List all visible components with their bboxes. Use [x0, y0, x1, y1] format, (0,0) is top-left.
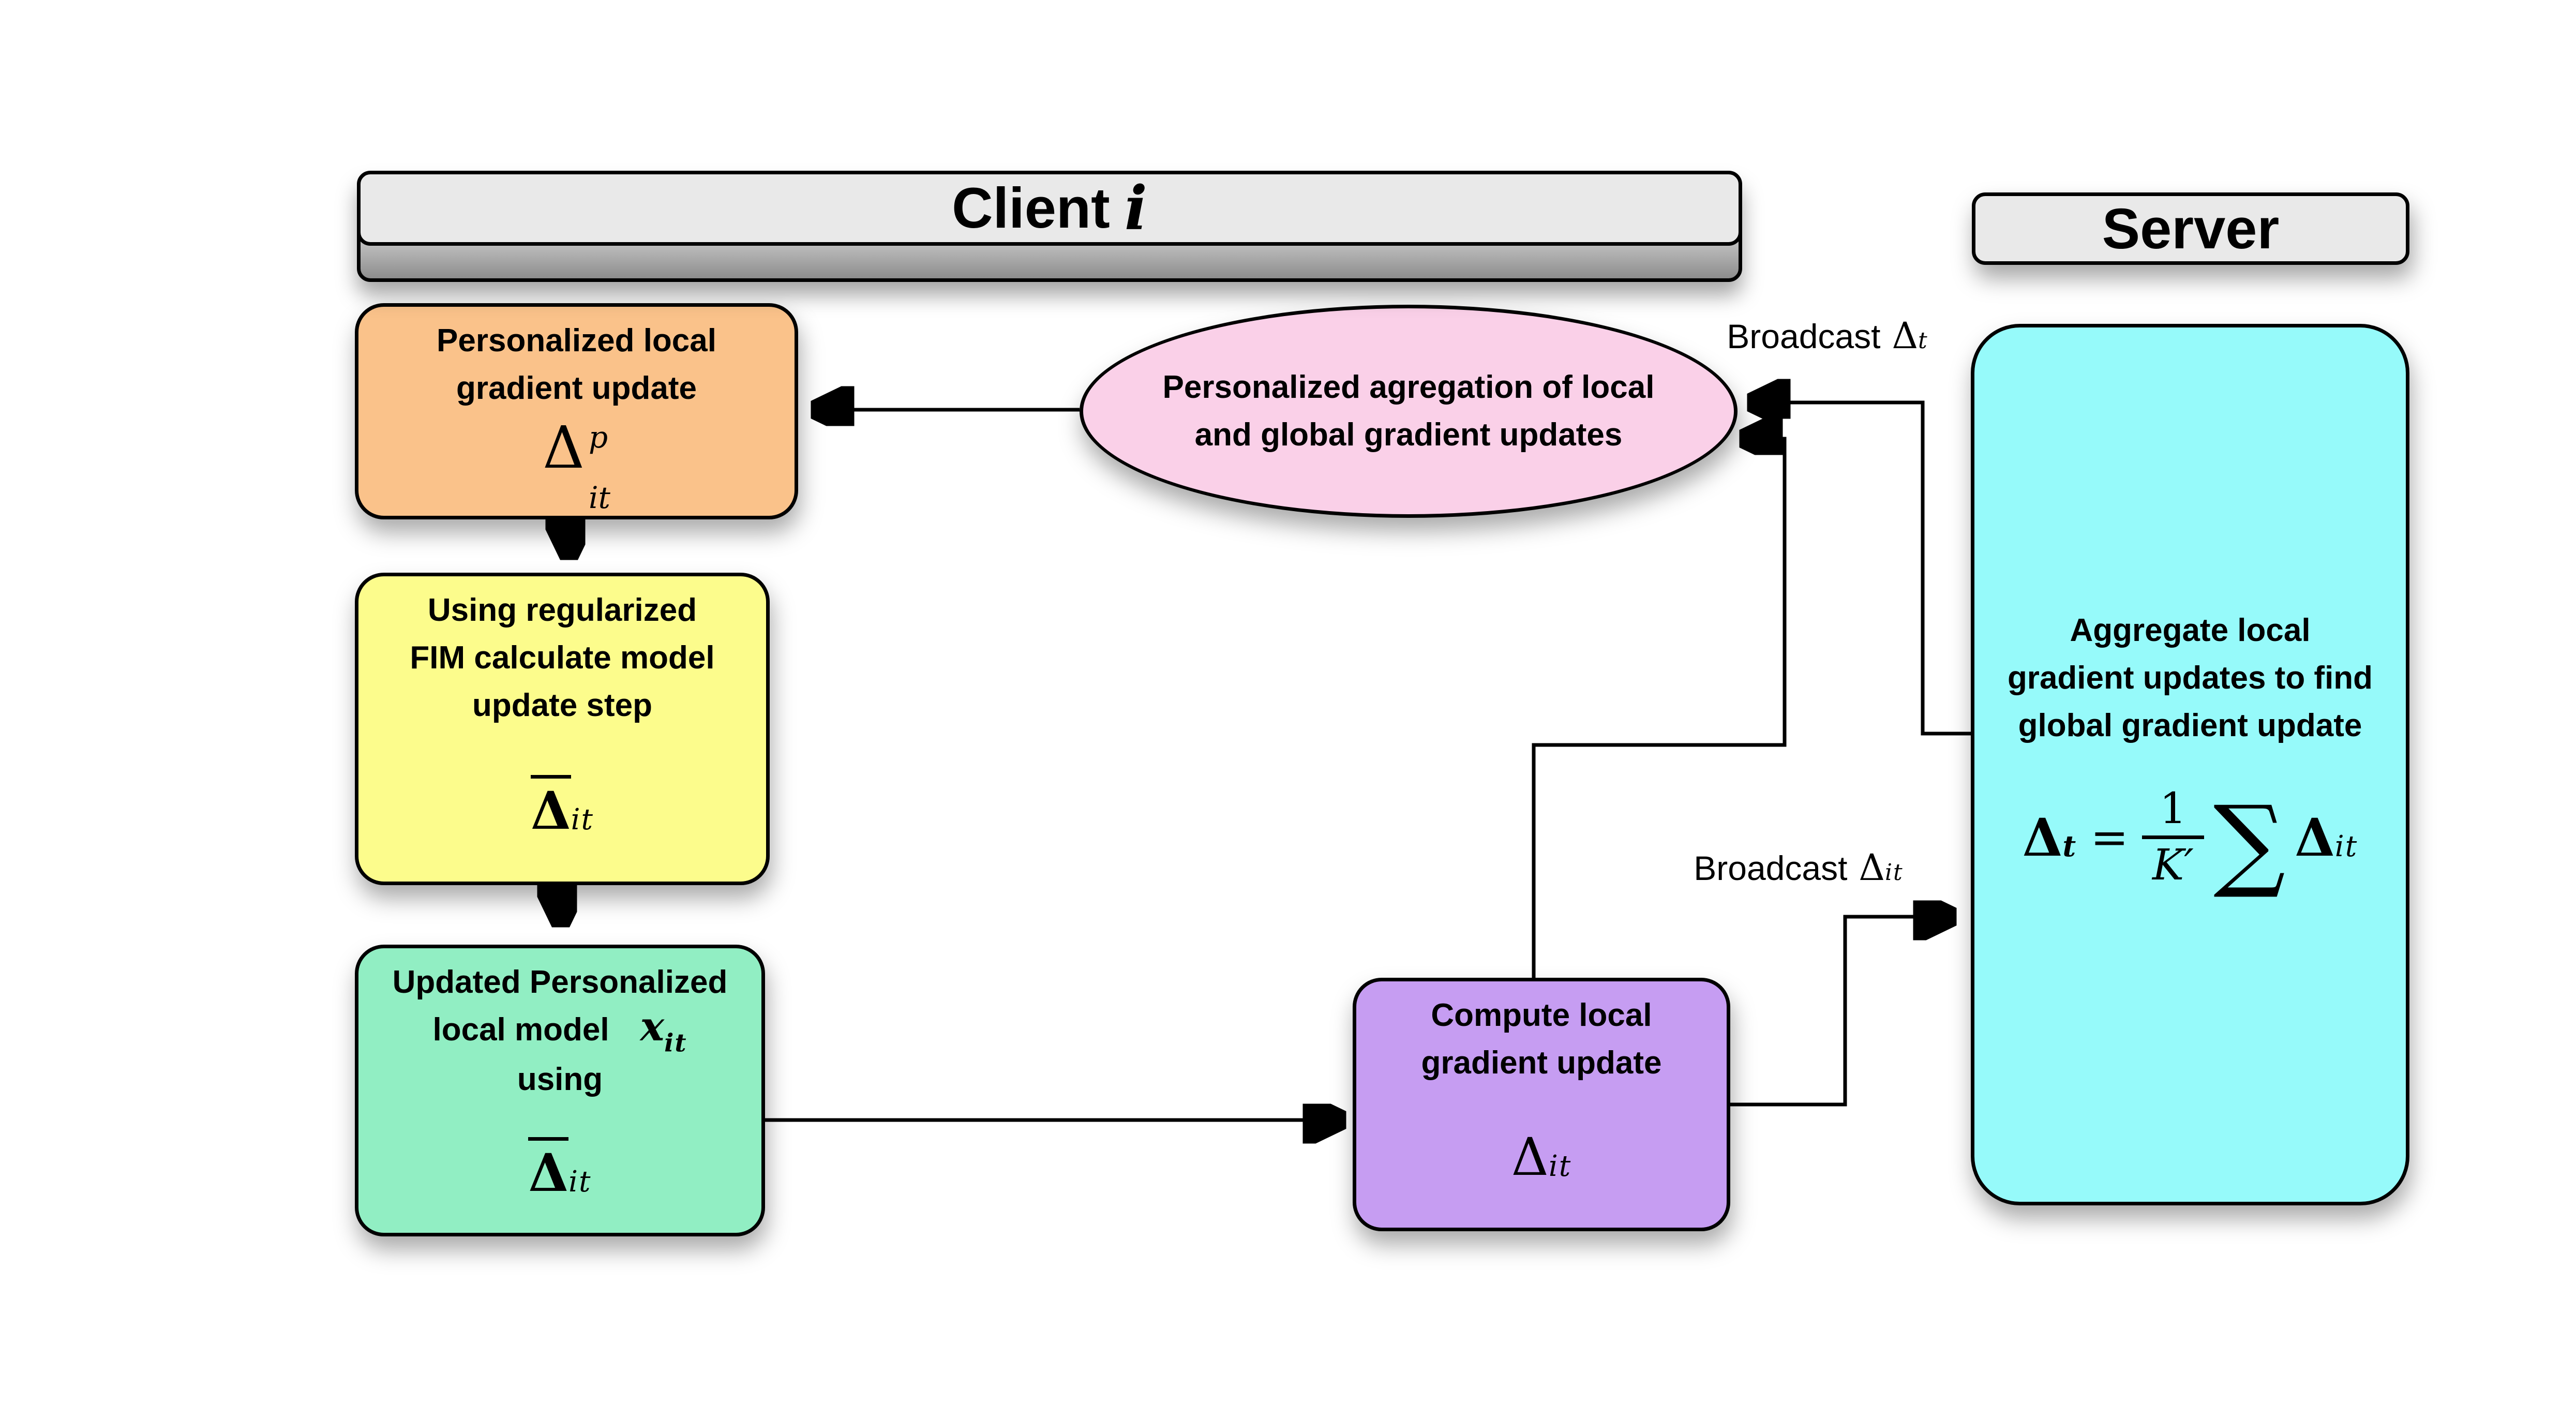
purple-math-delta-it: Δ it — [1511, 1087, 1572, 1228]
edge-label-broadcast-delta-t: Broadcast Δ t — [1698, 315, 1957, 357]
fraction-bar — [2141, 835, 2204, 840]
edge-label-broadcast-delta-it: Broadcast Δ it — [1669, 846, 1928, 889]
purple-line2: gradient update — [1421, 1045, 1662, 1081]
broadcast-t-text: Broadcast — [1727, 317, 1881, 355]
client-header-label: Client — [952, 176, 1110, 240]
cyan-line1: Aggregate local — [2070, 613, 2311, 648]
formula-equals: = — [2090, 811, 2129, 864]
yellow-line1: Using regularized — [427, 592, 697, 628]
node-regularized-fim: Using regularized FIM calculate model up… — [355, 573, 770, 885]
formula-delta-it: Δ — [2295, 807, 2335, 868]
green-line2: local model — [432, 1012, 609, 1048]
ellipse-line2: and global gradient updates — [1194, 417, 1623, 453]
delta-symbol: Δ — [1511, 1127, 1549, 1187]
purple-line1: Compute local — [1431, 997, 1652, 1033]
yellow-math-delta-bar-it: Δ it — [530, 729, 594, 882]
green-math-x-it: xit — [640, 1007, 687, 1056]
delta-subscript: it — [571, 802, 594, 837]
delta-symbol: Δ — [1859, 846, 1885, 889]
delta-superscript: p — [589, 419, 608, 455]
client-header: Client i — [357, 171, 1742, 246]
node-personalized-aggregation-ellipse: Personalized agregation of local and glo… — [1080, 305, 1738, 518]
delta-symbol: Δ — [1892, 315, 1919, 357]
delta-subscript: it — [1884, 859, 1904, 886]
node-personalized-local-gradient: Personalized local gradient update Δ p i… — [355, 303, 798, 519]
node-updated-personalized-model: Updated Personalized local model xit usi… — [355, 945, 765, 1236]
green-math-delta-bar-it: Δ it — [528, 1103, 591, 1233]
orange-math-delta-p-it: Δ p it — [543, 412, 610, 516]
node-server-aggregate: Aggregate local gradient updates to find… — [1971, 324, 2409, 1205]
orange-line1: Personalized local — [437, 323, 716, 359]
delta-subscript: t — [1918, 327, 1928, 354]
formula-sub-t: t — [2062, 829, 2077, 863]
delta-subscript: it — [1548, 1150, 1572, 1183]
x-subscript: it — [664, 1028, 687, 1058]
delta-bar-symbol: Δ — [530, 774, 571, 837]
formula-delta-t: Δ — [2022, 807, 2063, 868]
formula-sub-it: it — [2334, 829, 2358, 863]
broadcast-it-text: Broadcast — [1694, 849, 1848, 887]
green-line1: Updated Personalized — [392, 964, 728, 1000]
formula-denominator: K′ — [2152, 841, 2194, 890]
arrow-purple-to-server-broadcast-it — [1730, 917, 1945, 1107]
ellipse-line1: Personalized agregation of local — [1162, 369, 1655, 405]
server-header: Server — [1972, 192, 2409, 265]
delta-subscript: it — [589, 480, 610, 515]
formula-numerator: 1 — [2159, 784, 2187, 833]
arrow-server-to-ellipse-broadcast-t — [1759, 402, 1971, 736]
green-line3: using — [517, 1061, 603, 1097]
formula-fraction: 1 K′ — [2141, 784, 2204, 890]
yellow-line3: update step — [472, 688, 652, 723]
server-header-label: Server — [2102, 197, 2280, 261]
cyan-line3: global gradient update — [2018, 708, 2362, 743]
cyan-line2: gradient updates to find — [2007, 660, 2373, 696]
arrow-purple-top-to-ellipse — [1532, 439, 1787, 978]
client-header-math-i: i — [1124, 173, 1147, 244]
formula-sum-icon: ∑ — [2213, 783, 2286, 901]
node-compute-local-gradient: Compute local gradient update Δ it — [1353, 978, 1730, 1231]
orange-line2: gradient update — [456, 370, 697, 406]
cyan-formula: Δ t = 1 K′ ∑ Δ it — [2022, 783, 2358, 901]
delta-subscript: it — [568, 1165, 592, 1199]
x-symbol: x — [640, 1003, 665, 1050]
delta-symbol: Δ — [543, 414, 585, 482]
yellow-line2: FIM calculate model — [410, 640, 715, 676]
delta-bar-symbol: Δ — [528, 1137, 569, 1199]
